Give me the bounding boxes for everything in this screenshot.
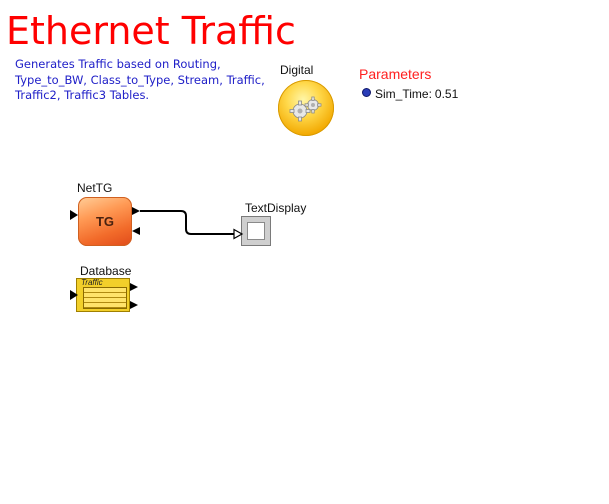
textdisplay-block[interactable] xyxy=(241,216,271,246)
parameter-value: 0.51 xyxy=(434,87,459,101)
database-inner-text: Traffic xyxy=(81,278,103,287)
database-label: Database xyxy=(80,264,132,278)
digital-label: Digital xyxy=(280,63,314,77)
database-block[interactable]: Traffic xyxy=(76,278,130,312)
textdisplay-label: TextDisplay xyxy=(245,201,307,215)
parameter-sim-time[interactable]: Sim_Time:0.51 xyxy=(362,87,458,101)
parameters-title: Parameters xyxy=(359,66,432,82)
parameter-bullet-icon xyxy=(362,88,371,97)
digital-block[interactable] xyxy=(278,80,334,136)
database-output-port-1[interactable] xyxy=(130,283,138,291)
nettg-block[interactable]: TG xyxy=(78,197,132,246)
nettg-label: NetTG xyxy=(77,181,113,195)
nettg-output-port-1[interactable] xyxy=(132,207,140,215)
nettg-input-port[interactable] xyxy=(70,210,78,220)
connection-wire[interactable] xyxy=(140,210,234,235)
database-output-port-2[interactable] xyxy=(130,301,138,309)
parameter-name: Sim_Time xyxy=(375,87,429,101)
database-input-port[interactable] xyxy=(70,290,78,300)
textdisplay-screen xyxy=(247,222,265,240)
database-table-icon xyxy=(83,287,127,309)
diagram-description: Generates Traffic based on Routing, Type… xyxy=(15,57,265,102)
diagram-title: Ethernet Traffic xyxy=(6,9,296,53)
parameter-separator: : xyxy=(428,87,432,101)
textdisplay-input-port[interactable] xyxy=(233,228,244,240)
nettg-output-port-2[interactable] xyxy=(132,227,140,235)
gears-icon xyxy=(289,96,322,122)
nettg-inner-text: TG xyxy=(95,214,115,229)
